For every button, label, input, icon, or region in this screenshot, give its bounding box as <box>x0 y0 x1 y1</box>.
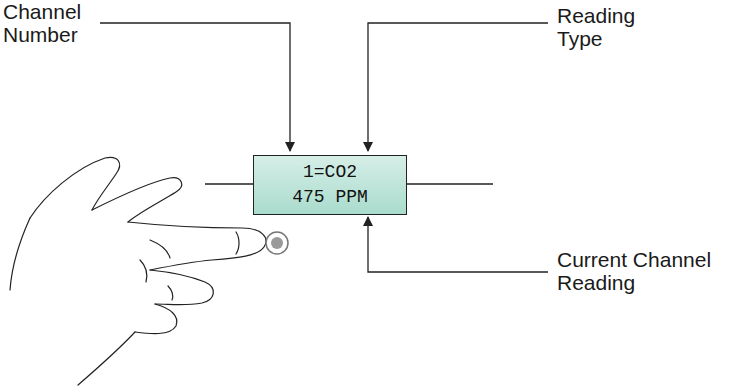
push-button <box>266 232 288 254</box>
leader-lines <box>100 23 548 272</box>
lcd-display: 1=CO2475 PPM <box>253 155 407 215</box>
hand-sketch <box>10 157 266 385</box>
display-text: 475 PPM <box>292 185 368 210</box>
display-text: 1=CO2 <box>303 160 357 185</box>
callout-label: Current Channel Reading <box>557 248 747 294</box>
callout-label: Channel Number <box>3 0 98 46</box>
callout-label: Reading Type <box>557 4 637 50</box>
